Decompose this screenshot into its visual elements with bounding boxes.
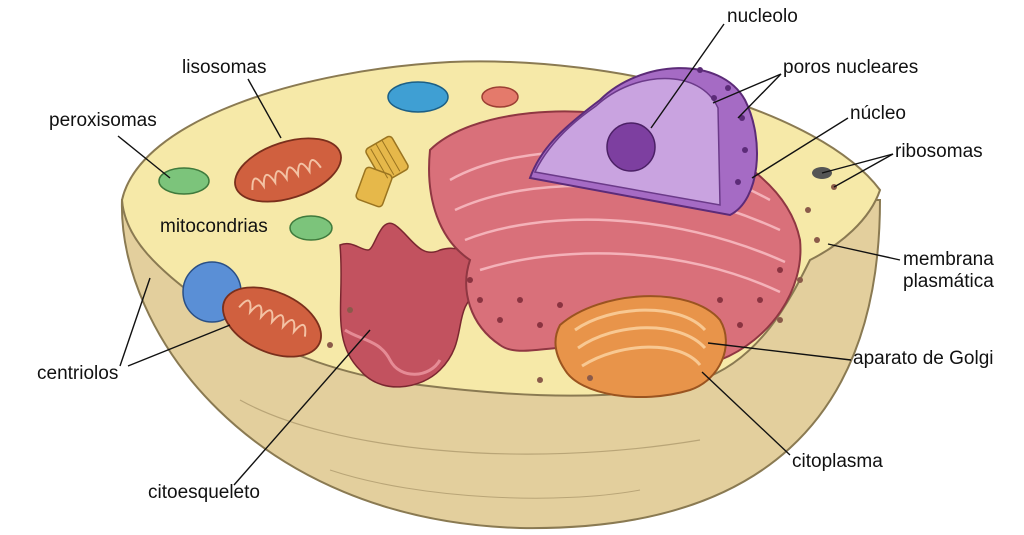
label-lisosomas: lisosomas [182, 57, 267, 78]
leader-ribosomas-a [833, 153, 894, 188]
leader-citoplasma [701, 371, 791, 456]
leader-lines [117, 23, 901, 486]
leader-centriolos-b [119, 277, 151, 367]
golgi-apparatus [554, 295, 727, 399]
leader-nucleo [751, 117, 849, 179]
leader-centriolos-a [127, 324, 231, 367]
label-nucleolo: nucleolo [727, 6, 798, 27]
label-citoesqueleto: citoesqueleto [148, 482, 260, 503]
label-citoplasma: citoplasma [792, 451, 883, 472]
label-centriolos: centriolos [37, 363, 119, 384]
label-peroxisomas: peroxisomas [49, 110, 157, 131]
peroxisome-2 [289, 215, 333, 241]
bowl-inner-line-2 [329, 469, 641, 499]
label-poros-nucleares: poros nucleares [783, 57, 919, 78]
bowl-inner-line [239, 399, 701, 455]
leader-poros-a [712, 73, 782, 104]
leader-poros-b [737, 73, 782, 119]
leader-membrana [827, 243, 901, 261]
mitochondrion-1 [234, 137, 342, 203]
nucleolus [606, 122, 656, 172]
leader-lisosomas [247, 78, 282, 139]
label-ribosomas: ribosomas [895, 141, 983, 162]
nuclear-pores [697, 67, 748, 185]
leader-peroxisomas [117, 135, 171, 179]
label-mitocondrias: mitocondrias [160, 216, 268, 237]
nucleus [528, 67, 758, 217]
leader-citoesqueleto [233, 329, 371, 486]
leader-nucleolo [650, 23, 725, 129]
label-nucleo: núcleo [850, 103, 906, 124]
centrioles [355, 135, 409, 208]
leader-ribosomas-b [821, 153, 894, 174]
lysosome-blue [387, 81, 449, 113]
label-membrana-plasmatica: membrana plasmática [903, 249, 994, 292]
mitochondrion-2 [222, 286, 322, 358]
leader-golgi [707, 342, 852, 361]
peroxisome-1 [158, 167, 210, 195]
label-aparato-golgi: aparato de Golgi [853, 348, 994, 369]
cytoskeleton-tubules-2 [344, 328, 442, 376]
lysosome-red [481, 86, 519, 108]
